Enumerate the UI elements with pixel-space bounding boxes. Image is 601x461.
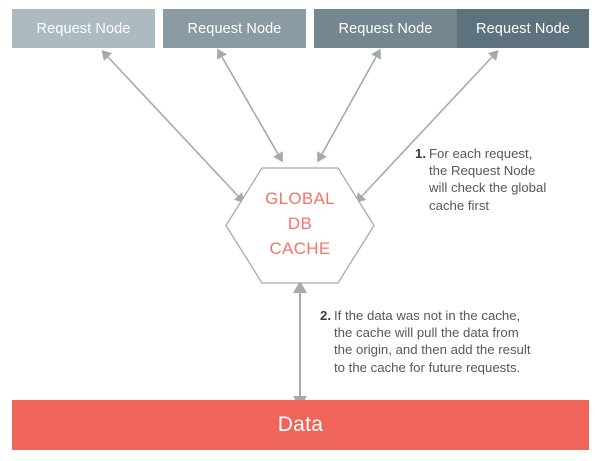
request-node-box-1[interactable]: Request Node — [12, 9, 155, 48]
hexagon-line-2: DB — [287, 214, 313, 233]
annotation-1-body: For each request, the Request Node will … — [429, 145, 546, 214]
annotation-2: 2. If the data was not in the cache, the… — [320, 307, 531, 376]
hexagon-line-3: CACHE — [269, 239, 331, 258]
arrow-node1-to-cache — [101, 49, 245, 204]
hexagon-line-1: GLOBAL — [265, 189, 335, 208]
annotation-1: 1. For each request, the Request Node wi… — [415, 145, 546, 214]
annotation-1-line-1: For each request, — [429, 146, 533, 161]
request-node-label: Request Node — [187, 20, 282, 37]
data-origin-label: Data — [277, 413, 324, 436]
annotation-1-number: 1. — [415, 146, 426, 161]
global-db-cache-hexagon[interactable] — [225, 167, 375, 284]
global-db-cache-label: GLOBAL DB CACHE — [225, 186, 375, 261]
annotation-2-line-3: the origin, and then add the result — [334, 342, 531, 358]
hexagon-outline — [225, 167, 375, 284]
request-node-label: Request Node — [36, 20, 131, 37]
request-node-box-4[interactable]: Request Node — [457, 9, 589, 48]
request-node-box-2[interactable]: Request Node — [163, 9, 306, 48]
annotation-2-line-4: to the cache for future requests. — [334, 359, 521, 375]
annotation-2-line-2: the cache will pull the data from — [334, 325, 519, 341]
arrow-node2-to-cache — [217, 48, 283, 163]
annotation-1-line-4: cache first — [429, 197, 490, 213]
annotation-1-line-2: the Request Node — [429, 163, 536, 179]
annotation-2-body: If the data was not in the cache, the ca… — [334, 307, 531, 376]
annotation-1-line-3: will check the global — [429, 180, 547, 196]
annotation-2-line-1: If the data was not in the cache, — [334, 308, 521, 323]
data-origin-bar[interactable]: Data — [12, 400, 589, 450]
request-node-label: Request Node — [476, 20, 570, 37]
request-node-box-3[interactable]: Request Node — [314, 9, 457, 48]
annotation-2-number: 2. — [320, 308, 331, 323]
request-node-label: Request Node — [338, 20, 433, 37]
arrow-node3-to-cache — [317, 48, 381, 163]
